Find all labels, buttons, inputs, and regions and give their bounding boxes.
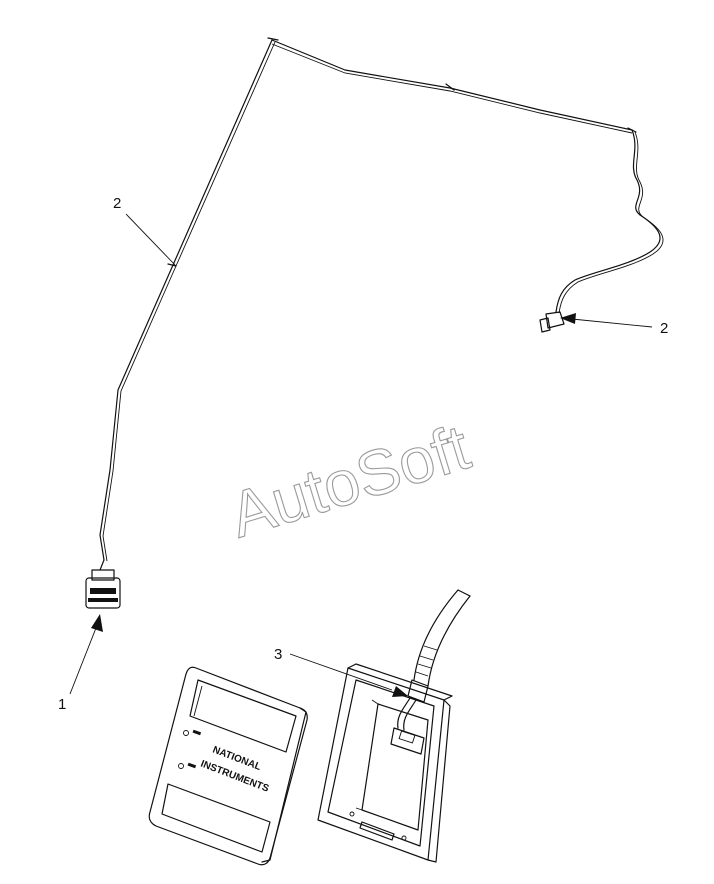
svg-text:AutoSoft: AutoSoft bbox=[222, 411, 478, 552]
watermark: AutoSoft bbox=[221, 410, 478, 552]
svg-text:2: 2 bbox=[660, 320, 668, 337]
device-cover: NATIONAL INSTRUMENTS bbox=[148, 666, 308, 866]
callout-3: 3 bbox=[274, 646, 408, 697]
device-housing bbox=[317, 589, 471, 863]
connector-2 bbox=[539, 311, 565, 333]
wire-harness bbox=[99, 37, 664, 562]
callout-2-right: 2 bbox=[560, 313, 668, 337]
svg-text:3: 3 bbox=[274, 646, 282, 663]
callout-1: 1 bbox=[58, 614, 103, 713]
callout-2-left: 2 bbox=[113, 195, 177, 267]
svg-text:2: 2 bbox=[113, 195, 121, 212]
connector-1 bbox=[85, 559, 121, 609]
svg-text:1: 1 bbox=[58, 696, 66, 713]
